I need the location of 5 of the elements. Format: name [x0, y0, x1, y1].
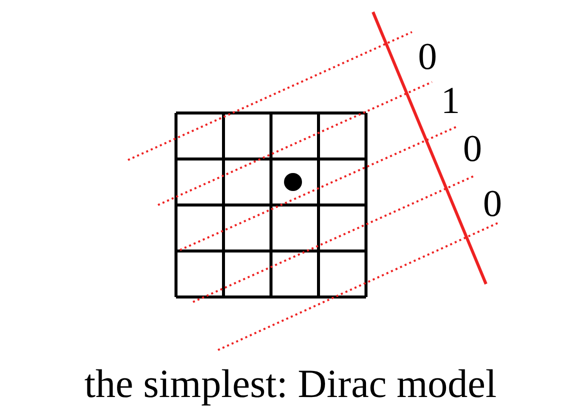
value-label: 0: [463, 130, 482, 168]
value-label: 0: [418, 38, 437, 76]
value-label: 1: [441, 82, 460, 120]
caption: the simplest: Dirac model: [83, 364, 498, 404]
value-label: 0: [483, 185, 502, 223]
